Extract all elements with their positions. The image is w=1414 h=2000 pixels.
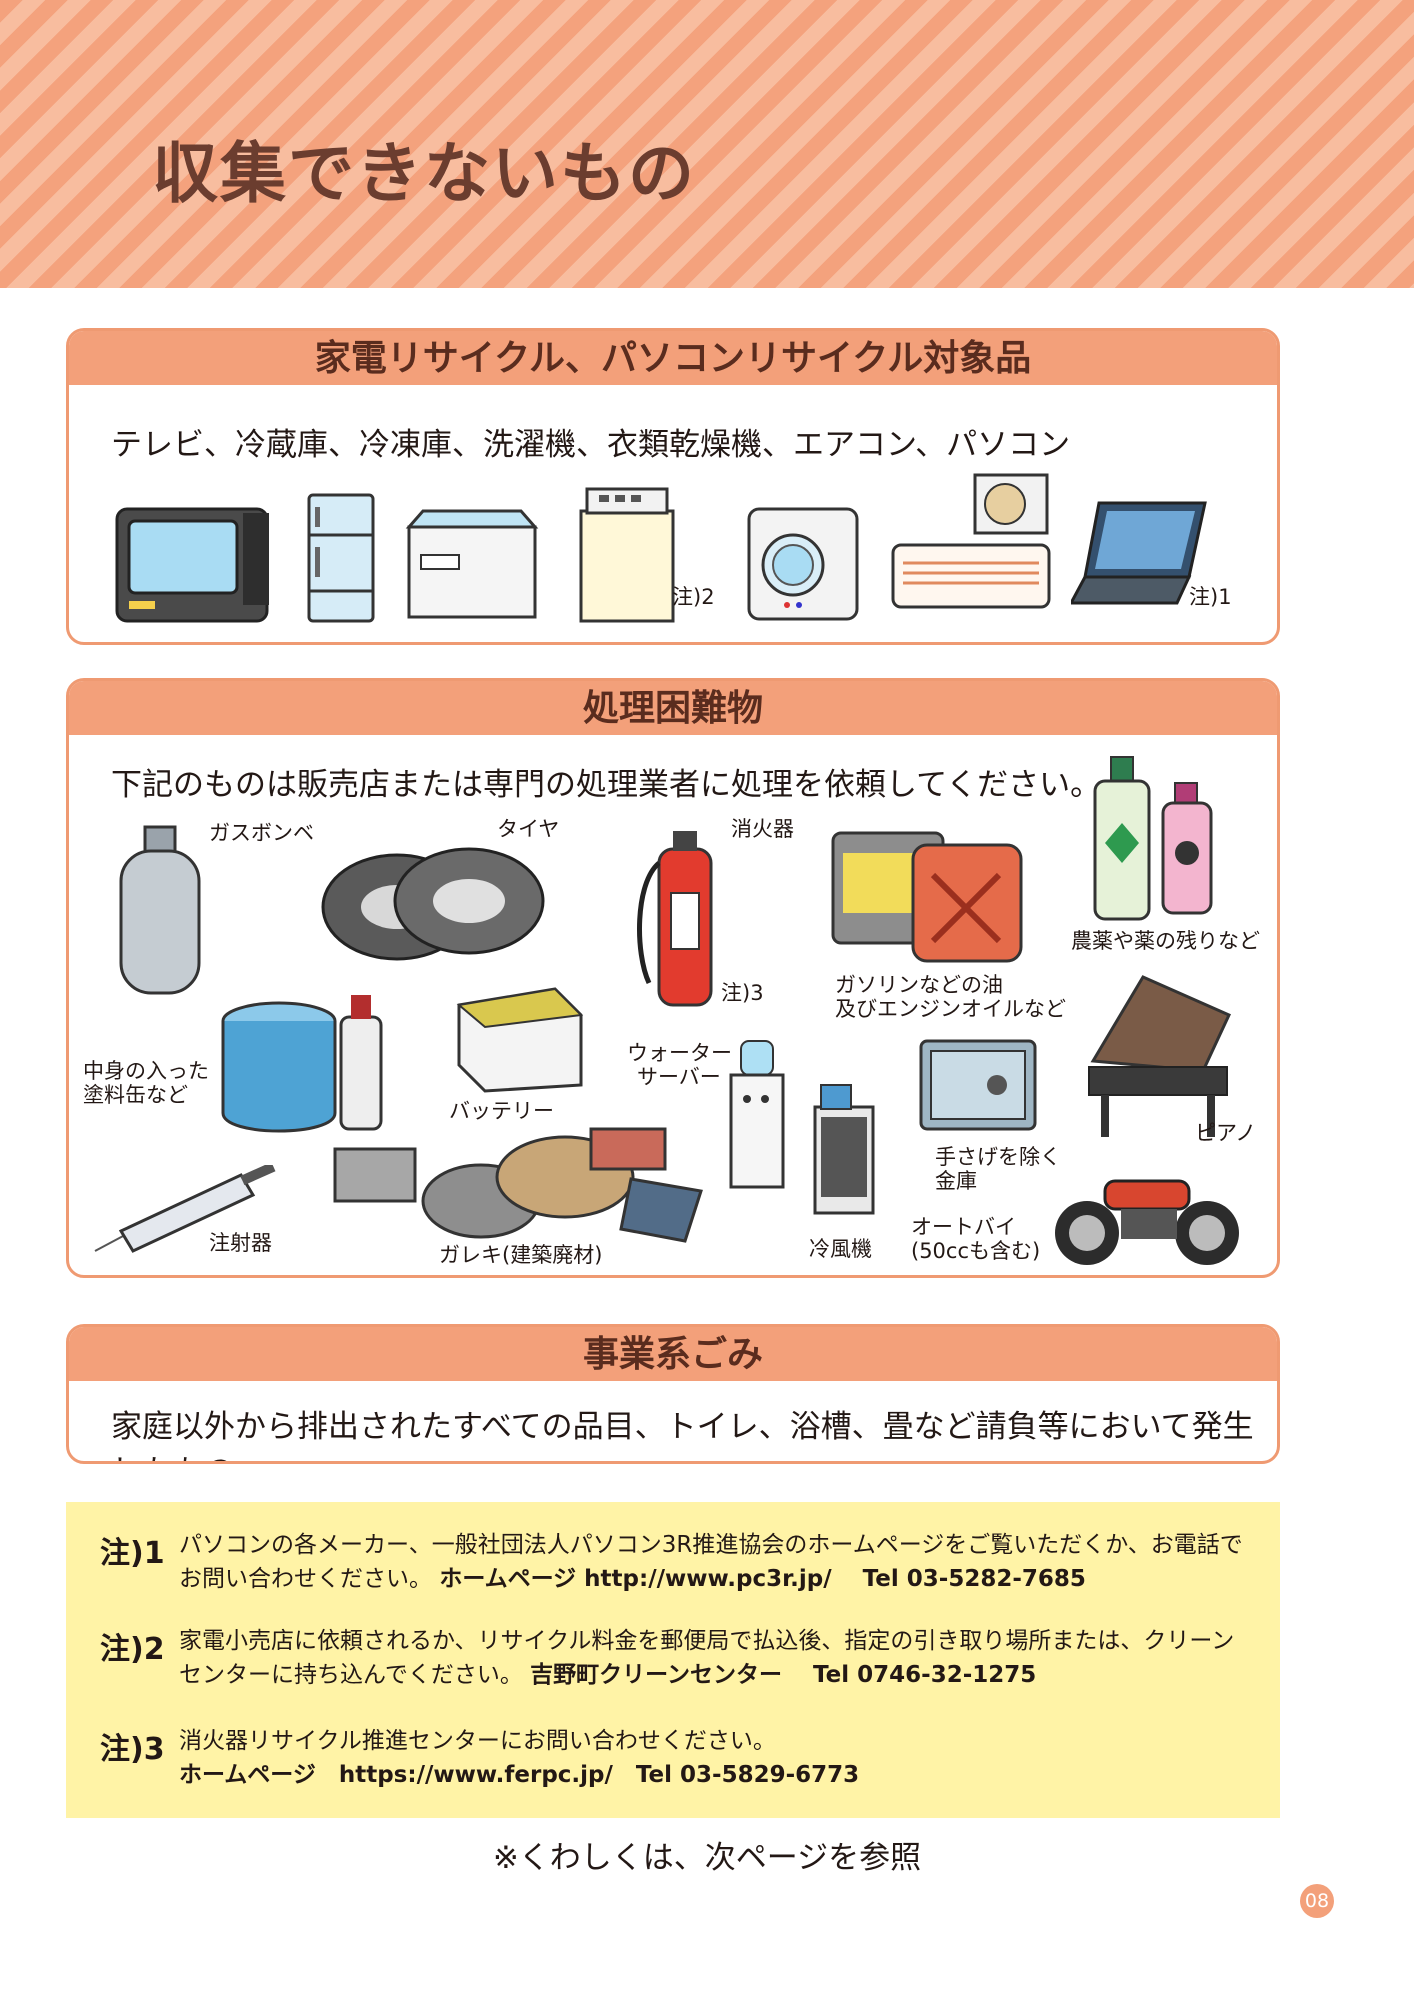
note2-marker: 注)2 <box>672 585 715 609</box>
note1-line1: パソコンの各メーカー、一般社団法人パソコン3R推進協会のホームページをご覧いただ… <box>179 1532 1243 1558</box>
note2-key: 注)2 <box>100 1632 165 1667</box>
paint-can-illustration <box>221 995 383 1133</box>
battery-illustration <box>456 987 584 1093</box>
dryer-illustration <box>747 507 859 621</box>
recycle-items-text: テレビ、冷蔵庫、冷凍庫、洗濯機、衣類乾燥機、エアコン、パソコン <box>111 427 1071 463</box>
extinguisher-label: 消火器 <box>731 817 794 841</box>
note3-contact[interactable]: ホームページ https://www.ferpc.jp/ Tel 03-5829… <box>179 1762 860 1788</box>
safe-illustration <box>919 1039 1037 1131</box>
fire-extinguisher-illustration <box>637 831 713 1007</box>
recycle-section: 家電リサイクル、パソコンリサイクル対象品 テレビ、冷蔵庫、冷凍庫、洗濯機、衣類乾… <box>66 328 1280 645</box>
piano-illustration <box>1088 975 1232 1137</box>
business-waste-section: 事業系ごみ 家庭以外から排出されたすべての品目、トイレ、浴槽、畳など請負等におい… <box>66 1324 1280 1464</box>
piano-label: ピアノ <box>1195 1121 1257 1145</box>
air-conditioner-illustration <box>891 473 1051 609</box>
motorcycle-illustration <box>1055 1179 1239 1265</box>
note1-key: 注)1 <box>100 1536 165 1571</box>
note2-line2a: センターに持ち込んでください。 <box>179 1662 523 1688</box>
battery-label: バッテリー <box>449 1099 554 1123</box>
page-number: 08 <box>1300 1884 1334 1918</box>
page-title: 収集できないもの <box>152 135 696 212</box>
gasoline-cans-illustration <box>831 831 1023 963</box>
paint-label-1: 中身の入った <box>83 1059 209 1083</box>
note1-line2: お問い合わせください。 ホームページ http://www.pc3r.jp/ T… <box>179 1562 1086 1596</box>
gas-cylinder-illustration <box>119 825 201 995</box>
business-text: 家庭以外から排出されたすべての品目、トイレ、浴槽、畳など請負等において発生したも… <box>111 1409 1254 1461</box>
note3-line2: ホームページ https://www.ferpc.jp/ Tel 03-5829… <box>179 1758 859 1792</box>
gas-label: ガスボンベ <box>209 821 314 845</box>
cooler-fan-illustration <box>813 1084 875 1215</box>
business-heading: 事業系ごみ <box>69 1327 1277 1381</box>
water-server-label-2: サーバー <box>637 1065 721 1089</box>
header-banner: 収集できないもの <box>0 0 1414 288</box>
fridge-illustration <box>307 493 375 623</box>
gasoline-label-1: ガソリンなどの油 <box>835 973 1003 997</box>
pesticide-label: 農薬や薬の残りなど <box>1071 929 1260 953</box>
motorcycle-label-2: (50ccも含む) <box>911 1239 1041 1263</box>
note1-contact[interactable]: ホームページ http://www.pc3r.jp/ Tel 03-5282-7… <box>439 1566 1086 1592</box>
note2-line1: 家電小売店に依頼されるか、リサイクル料金を郵便局で払込後、指定の引き取り場所また… <box>179 1628 1235 1654</box>
note2-contact: 吉野町クリーンセンター Tel 0746-32-1275 <box>530 1662 1037 1688</box>
extinguisher-note-marker: 注)3 <box>721 981 764 1005</box>
water-server-label-1: ウォーター <box>627 1041 732 1065</box>
laptop-illustration <box>1071 501 1207 605</box>
pesticide-bottles-illustration <box>1093 756 1213 921</box>
motorcycle-label-1: オートバイ <box>911 1215 1016 1239</box>
recycle-heading: 家電リサイクル、パソコンリサイクル対象品 <box>69 331 1277 385</box>
paint-label-2: 塗料缶など <box>83 1083 188 1107</box>
difficult-heading: 処理困難物 <box>69 681 1277 735</box>
next-page-reference: ※くわしくは、次ページを参照 <box>492 1840 922 1876</box>
syringe-label: 注射器 <box>209 1231 272 1255</box>
rubble-illustration <box>333 1127 703 1243</box>
difficult-items-section: 処理困難物 下記のものは販売店または専門の処理業者に処理を依頼してください。 ガ… <box>66 678 1280 1278</box>
syringe-illustration <box>94 1165 276 1253</box>
difficult-intro: 下記のものは販売店または専門の処理業者に処理を依頼してください。 <box>111 767 1102 803</box>
tires-illustration <box>321 847 545 961</box>
note1-marker: 注)1 <box>1189 585 1232 609</box>
freezer-illustration <box>405 509 539 619</box>
rubble-label: ガレキ(建築廃材) <box>439 1243 603 1267</box>
gasoline-label-2: 及びエンジンオイルなど <box>835 997 1066 1021</box>
note3-line1: 消火器リサイクル推進センターにお問い合わせください。 <box>179 1728 776 1754</box>
water-server-illustration <box>729 1040 785 1189</box>
safe-label-2: 金庫 <box>935 1169 977 1193</box>
tv-illustration <box>115 507 269 623</box>
tire-label: タイヤ <box>497 817 560 841</box>
safe-label-1: 手さげを除く <box>935 1145 1061 1169</box>
note2-line2: センターに持ち込んでください。 吉野町クリーンセンター Tel 0746-32-… <box>179 1658 1036 1692</box>
notes-panel: 注)1 パソコンの各メーカー、一般社団法人パソコン3R推進協会のホームページをご… <box>66 1502 1280 1818</box>
note3-key: 注)3 <box>100 1732 165 1767</box>
note1-line2a: お問い合わせください。 <box>179 1566 432 1592</box>
cooler-label: 冷風機 <box>809 1237 872 1261</box>
washer-illustration <box>579 487 675 623</box>
